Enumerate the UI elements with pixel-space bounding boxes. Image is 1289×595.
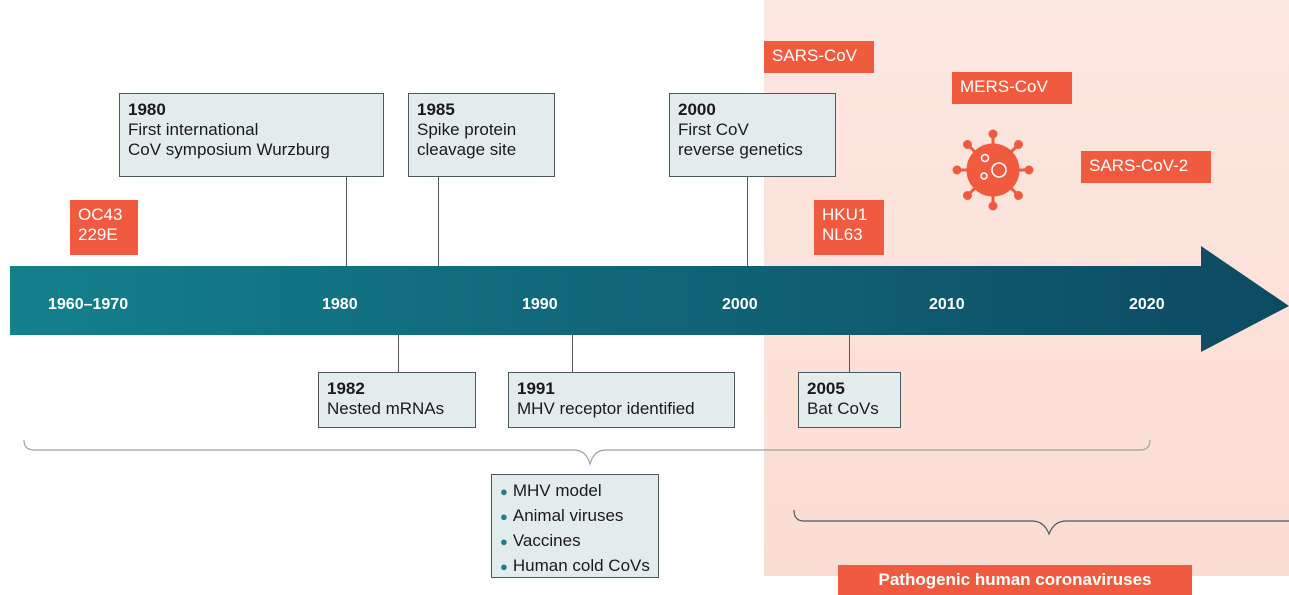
list-item-label: Human cold CoVs [512, 556, 650, 575]
connector-1985 [438, 176, 439, 266]
event-1982: 1982 Nested mRNAs [318, 372, 476, 428]
list-item: ● MHV model [500, 479, 650, 504]
pathogenic-coronaviruses-label: Pathogenic human coronaviruses [838, 565, 1192, 595]
list-item-label: Vaccines [512, 531, 581, 550]
timeline-figure: 1980 First international CoV symposium W… [10, 0, 1289, 595]
event-text: Spike protein cleavage site [417, 120, 517, 159]
event-text: MHV receptor identified [517, 399, 695, 418]
virus-tag-sars-cov-2: SARS-CoV-2 [1081, 151, 1211, 183]
virus-tag-sars-cov: SARS-CoV [764, 41, 874, 73]
axis-tick-2020: 2020 [1129, 296, 1165, 313]
event-year: 2000 [678, 100, 716, 119]
bullet-dot-icon: ● [500, 484, 508, 499]
axis-tick-2000: 2000 [722, 296, 758, 313]
coronavirus-icon [952, 129, 1034, 211]
axis-tick-1980: 1980 [322, 296, 358, 313]
list-item: ● Animal viruses [500, 504, 650, 529]
event-year: 1991 [517, 379, 555, 398]
virus-tag-mers-cov: MERS-CoV [952, 72, 1072, 104]
pathogenic-era-brace [793, 509, 1289, 536]
event-text: Bat CoVs [807, 399, 879, 418]
event-text: First CoV reverse genetics [678, 120, 803, 159]
connector-1982 [398, 335, 399, 372]
virus-tag-hku1-nl63: HKU1 NL63 [814, 200, 884, 255]
event-2005: 2005 Bat CoVs [798, 372, 901, 428]
event-text: Nested mRNAs [327, 399, 445, 418]
connector-2000 [747, 176, 748, 266]
bullet-dot-icon: ● [500, 534, 508, 549]
timeline-arrow [10, 246, 1289, 352]
event-2000: 2000 First CoV reverse genetics [669, 93, 836, 177]
list-item: ● Vaccines [500, 529, 650, 554]
event-year: 1985 [417, 100, 455, 119]
axis-tick-1960-1970: 1960–1970 [48, 296, 129, 313]
event-1991: 1991 MHV receptor identified [508, 372, 735, 428]
connector-1991 [572, 335, 573, 372]
bullet-dot-icon: ● [500, 559, 508, 574]
axis-tick-2010: 2010 [929, 296, 965, 313]
list-item-label: MHV model [512, 481, 602, 500]
list-item-label: Animal viruses [512, 506, 624, 525]
research-era-brace [23, 439, 1151, 467]
axis-tick-1990: 1990 [522, 296, 558, 313]
event-1980: 1980 First international CoV symposium W… [119, 93, 384, 177]
event-year: 2005 [807, 379, 845, 398]
connector-1980 [346, 176, 347, 266]
event-year: 1982 [327, 379, 365, 398]
bullet-dot-icon: ● [500, 509, 508, 524]
event-year: 1980 [128, 100, 166, 119]
event-text: First international CoV symposium Wurzbu… [128, 120, 330, 159]
period-braces [23, 439, 1289, 536]
list-item: ● Human cold CoVs [500, 554, 650, 579]
research-topics-box: ● MHV model ● Animal viruses ● Vaccines ● Hu… [491, 474, 659, 578]
event-1985: 1985 Spike protein cleavage site [408, 93, 555, 177]
virus-tag-oc43-229e: OC43 229E [70, 200, 138, 255]
connector-2005 [849, 335, 850, 372]
